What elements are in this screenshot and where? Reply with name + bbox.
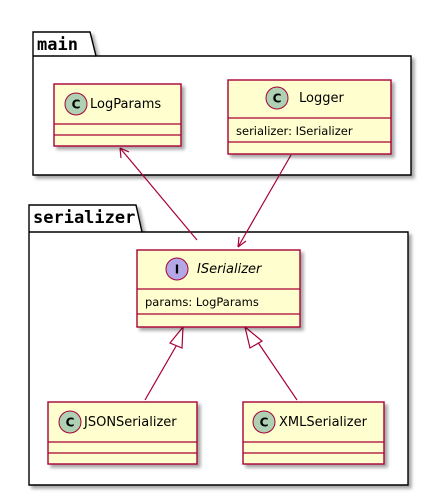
class-name-logger: Logger	[299, 91, 344, 106]
realization-jsonserializer	[144, 325, 184, 401]
class-badge-icon	[252, 410, 276, 434]
class-name-iserializer: ISerializer	[197, 262, 263, 277]
realization-xmlserializer	[244, 325, 298, 401]
class-badge-letter: C	[273, 92, 282, 106]
class-jsonserializer: C JSONSerializer	[47, 401, 198, 465]
arrow-logger-to-iserializer	[237, 154, 292, 248]
package-main-label: main	[37, 35, 78, 55]
class-xmlserializer: C XMLSerializer	[242, 401, 385, 465]
class-badge-icon	[265, 86, 289, 110]
class-name-logparams: LogParams	[90, 97, 161, 112]
class-badge-icon	[58, 410, 82, 434]
package-serializer-label: serializer	[33, 208, 135, 228]
class-badge-icon	[64, 92, 88, 116]
interface-badge-icon	[165, 257, 189, 281]
class-attribute-params: params: LogParams	[145, 295, 259, 309]
class-badge-letter: C	[66, 416, 75, 430]
class-logger: C Logger serializer: ISerializer	[227, 79, 392, 155]
class-badge-letter: C	[72, 98, 81, 112]
interface-iserializer: I ISerializer params: LogParams	[136, 249, 301, 328]
class-badge-letter: C	[260, 416, 269, 430]
class-name-jsonserializer: JSONSerializer	[83, 415, 177, 430]
class-logparams: C LogParams	[53, 83, 182, 147]
class-attribute-serializer: serializer: ISerializer	[236, 124, 353, 138]
interface-badge-letter: I	[175, 263, 179, 277]
class-name-xmlserializer: XMLSerializer	[279, 415, 368, 430]
arrow-iserializer-to-logparams	[119, 147, 198, 241]
